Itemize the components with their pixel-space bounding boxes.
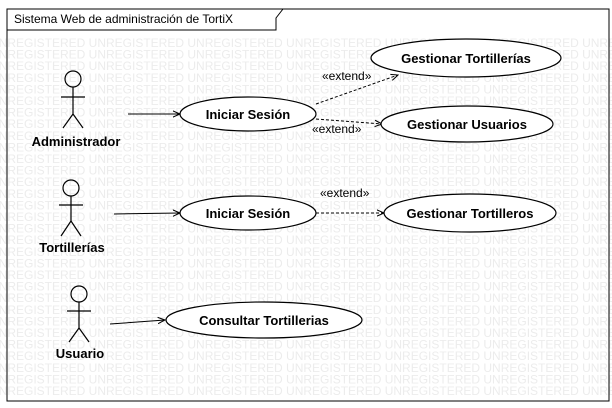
watermark-row: UNREGISTERED UNREGISTERED UNREGISTERED U… <box>0 82 612 96</box>
extend-label: «extend» <box>312 122 362 136</box>
association-tortillerias-login[interactable] <box>113 213 180 214</box>
system-boundary: Sistema Web de administración de TortiX <box>6 8 610 402</box>
association-usuario-consultar[interactable] <box>109 320 165 325</box>
watermark-row: UNREGISTERED UNREGISTERED UNREGISTERED U… <box>0 245 612 259</box>
watermark-row: UNREGISTERED UNREGISTERED UNREGISTERED U… <box>0 233 612 247</box>
watermark-row: UNREGISTERED UNREGISTERED UNREGISTERED U… <box>0 338 612 352</box>
actor-administrador[interactable]: Administrador <box>32 70 121 149</box>
extend-label: «extend» <box>322 69 372 83</box>
use-case-iniciar-sesion-tortillerias[interactable]: Iniciar Sesión <box>179 195 317 231</box>
use-case-gestionar-usuarios[interactable]: Gestionar Usuarios <box>380 105 554 143</box>
use-case-label: Gestionar Tortilleros <box>407 206 534 221</box>
system-title: Sistema Web de administración de TortiX <box>14 12 233 26</box>
system-boundary-rect <box>6 8 610 402</box>
use-case-label: Iniciar Sesión <box>206 107 291 122</box>
use-case-iniciar-sesion-admin[interactable]: Iniciar Sesión <box>179 96 317 132</box>
extend-login-to-gestionar-tortillerias[interactable] <box>315 75 398 105</box>
use-case-label: Consultar Tortillerias <box>199 313 329 328</box>
watermark-row: UNREGISTERED UNREGISTERED UNREGISTERED U… <box>0 140 612 154</box>
watermark-row: UNREGISTERED UNREGISTERED UNREGISTERED U… <box>0 280 612 294</box>
use-case-label: Gestionar Tortillerías <box>401 51 531 66</box>
system-title-tab <box>7 8 284 31</box>
watermark-row: UNREGISTERED UNREGISTERED UNREGISTERED U… <box>0 372 612 386</box>
watermark-row: UNREGISTERED UNREGISTERED UNREGISTERED U… <box>0 152 612 166</box>
use-case-ellipse <box>380 105 554 143</box>
actor-label-usuario: Usuario <box>56 346 104 361</box>
watermark-row: UNREGISTERED UNREGISTERED UNREGISTERED U… <box>0 256 612 270</box>
actor-right-leg <box>78 327 90 343</box>
watermark-row: UNREGISTERED UNREGISTERED UNREGISTERED U… <box>0 361 612 375</box>
use-case-consultar-tortillerias[interactable]: Consultar Tortillerias <box>165 301 363 339</box>
actor-tortillerias[interactable]: Tortillerías <box>39 179 105 255</box>
use-case-ellipse <box>383 193 557 233</box>
extend-label: «extend» <box>320 186 370 200</box>
watermark-row: UNREGISTERED UNREGISTERED UNREGISTERED U… <box>0 291 612 305</box>
actor-usuario[interactable]: Usuario <box>56 285 104 361</box>
actor-left-leg <box>62 113 74 129</box>
watermark-row: UNREGISTERED UNREGISTERED UNREGISTERED U… <box>0 268 612 282</box>
use-case-ellipse <box>165 301 363 339</box>
actor-right-leg <box>72 113 84 129</box>
actor-right-leg <box>70 220 82 237</box>
actor-left-leg <box>60 220 72 237</box>
actor-label-administrador: Administrador <box>32 134 121 149</box>
watermark-row: UNREGISTERED UNREGISTERED UNREGISTERED U… <box>0 384 612 398</box>
use-case-gestionar-tortillerias[interactable]: Gestionar Tortillerías <box>370 38 562 78</box>
use-case-gestionar-tortilleros[interactable]: Gestionar Tortilleros <box>383 193 557 233</box>
watermark-row: UNREGISTERED UNREGISTERED UNREGISTERED U… <box>0 175 612 189</box>
use-case-ellipse <box>179 195 317 231</box>
use-case-ellipse <box>179 96 317 132</box>
actor-left-leg <box>68 327 80 343</box>
use-case-label: Iniciar Sesión <box>206 206 291 221</box>
use-case-ellipse <box>370 38 562 78</box>
actor-label-tortillerias: Tortillerías <box>39 240 105 255</box>
watermark-row: UNREGISTERED UNREGISTERED UNREGISTERED U… <box>0 164 612 178</box>
watermark-row: UNREGISTERED UNREGISTERED UNREGISTERED U… <box>0 94 612 108</box>
extend-login-to-gestionar-usuarios[interactable] <box>315 118 382 124</box>
watermark-row: UNREGISTERED UNREGISTERED UNREGISTERED U… <box>0 349 612 363</box>
use-case-label: Gestionar Usuarios <box>407 117 527 132</box>
